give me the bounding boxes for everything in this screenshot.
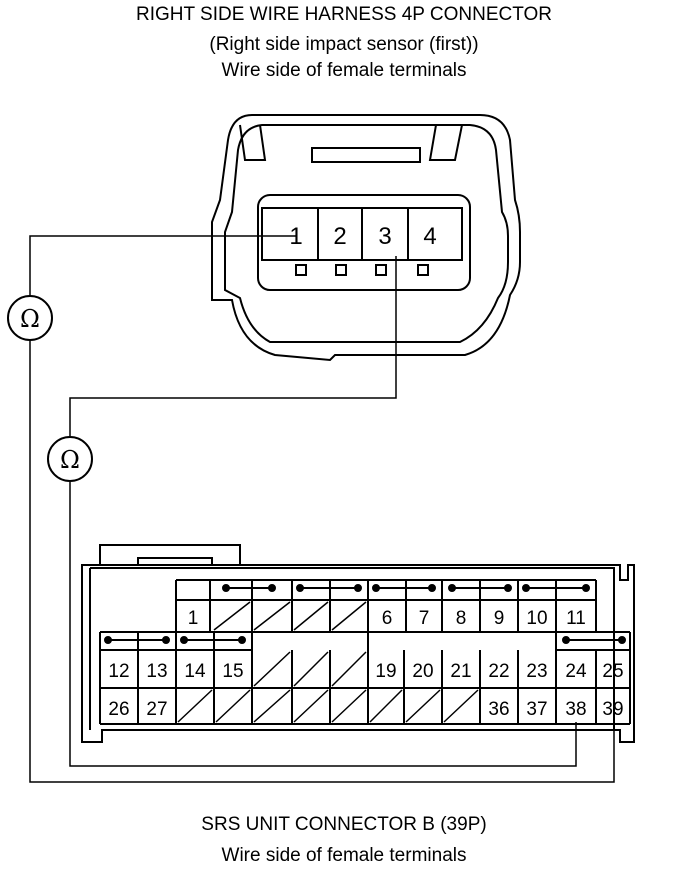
pin-b-8: 8 xyxy=(456,608,467,629)
pin-b-11: 11 xyxy=(566,608,586,629)
pin-b-9: 9 xyxy=(494,608,505,629)
ohmmeter-icon: Ω xyxy=(47,436,93,482)
pin-b-22: 22 xyxy=(488,661,509,682)
pin-b-21: 21 xyxy=(450,661,471,682)
connector-b-housing xyxy=(81,544,635,743)
connector-4p-note: Wire side of female terminals xyxy=(221,60,467,81)
pin-4p-4: 4 xyxy=(423,223,436,250)
pin-b-38: 38 xyxy=(565,699,586,720)
connector-b-shorting-bars xyxy=(104,584,626,644)
pin-b-26: 26 xyxy=(108,699,129,720)
connector-4p-pin-grid xyxy=(317,208,409,260)
pin-b-19: 19 xyxy=(375,661,396,682)
ohm-symbol-2: Ω xyxy=(60,446,80,474)
pin-b-1: 1 xyxy=(188,608,199,629)
pin-b-23: 23 xyxy=(526,661,547,682)
connector-4p-subtitle: (Right side impact sensor (first)) xyxy=(209,34,479,55)
connector-4p-pin-labels: 1 2 3 4 xyxy=(289,223,436,250)
connector-4p-title: RIGHT SIDE WIRE HARNESS 4P CONNECTOR xyxy=(136,4,552,25)
ohmmeter-icon: Ω xyxy=(7,295,53,341)
ohm-symbol-1: Ω xyxy=(20,305,40,333)
pin-b-39: 39 xyxy=(602,699,623,720)
pin-b-6: 6 xyxy=(382,608,393,629)
pin-4p-2: 2 xyxy=(333,223,346,250)
pin-b-10: 10 xyxy=(526,608,547,629)
connector-b-pin-labels-row2: 12 13 14 15 19 20 21 22 23 24 25 xyxy=(108,661,623,682)
pin-b-12: 12 xyxy=(108,661,129,682)
connector-b-title: SRS UNIT CONNECTOR B (39P) xyxy=(201,814,487,835)
pin-b-7: 7 xyxy=(419,608,430,629)
pin-b-24: 24 xyxy=(565,661,587,682)
connector-b-pin-labels-row1: 1 6 7 8 9 10 11 xyxy=(188,608,586,629)
connector-4p-housing xyxy=(211,114,521,362)
pin-b-14: 14 xyxy=(184,661,206,682)
test-lead-outer xyxy=(29,235,615,783)
connector-4p-locks xyxy=(295,264,429,276)
pin-4p-3: 3 xyxy=(378,223,391,250)
connector-b-note: Wire side of female terminals xyxy=(221,845,467,866)
pin-b-20: 20 xyxy=(412,661,433,682)
connector-b-pin-labels-row3: 26 27 36 37 38 39 xyxy=(108,699,623,720)
pin-b-15: 15 xyxy=(222,661,243,682)
test-lead-inner xyxy=(69,256,577,767)
pin-b-27: 27 xyxy=(146,699,167,720)
pin-b-36: 36 xyxy=(488,699,509,720)
connector-b-unused-cells xyxy=(177,601,479,723)
pin-b-25: 25 xyxy=(602,661,623,682)
connector-b-grid xyxy=(99,579,631,725)
pin-b-37: 37 xyxy=(526,699,547,720)
pin-b-13: 13 xyxy=(146,661,167,682)
